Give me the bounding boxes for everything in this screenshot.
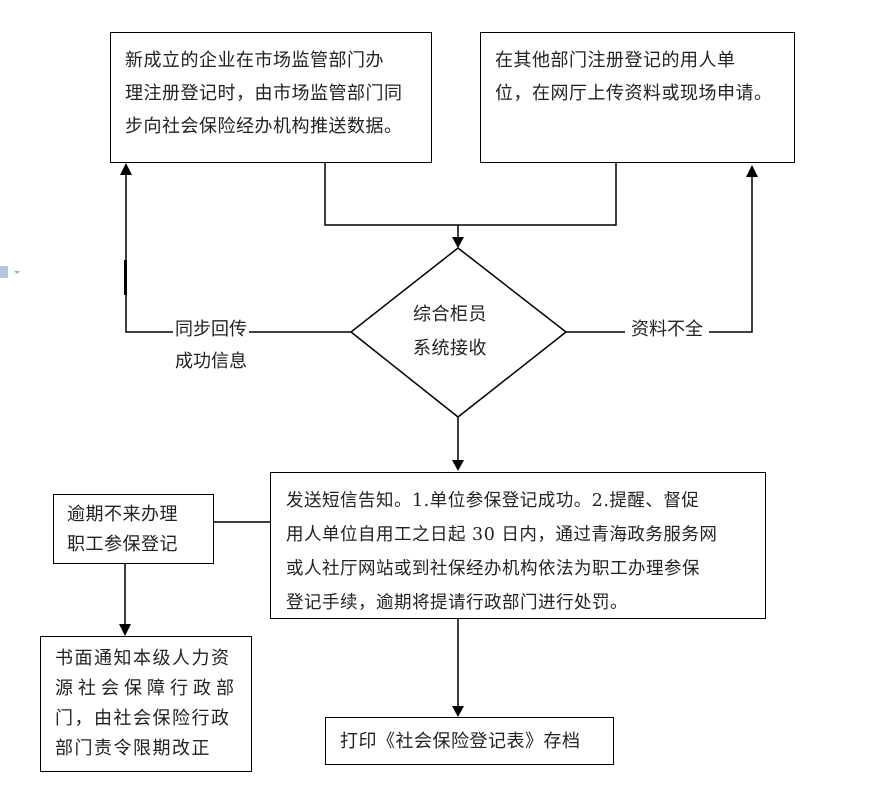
- text-line: 门，由社会保险行政: [55, 708, 231, 729]
- paste-options-icon[interactable]: [0, 266, 8, 278]
- arrowhead-diamond: [452, 237, 464, 248]
- written-notice-text: 书面通知本级人力资 源社会保障行政部 门，由社会保险行政 部门责令限期改正: [55, 644, 239, 764]
- text-line: 位，在网厅上传资料或现场申请。: [495, 83, 773, 104]
- other-registration-text: 在其他部门注册登记的用人单 位，在网厅上传资料或现场申请。: [495, 44, 773, 110]
- text-line: 部门责令限期改正: [55, 738, 211, 759]
- chevron-down-icon[interactable]: [14, 271, 20, 274]
- incomplete-label: 资料不全: [625, 315, 709, 345]
- text-line: 打印《社会保险登记表》存档: [340, 731, 581, 752]
- text-line: 或人社厅网站或到社保经办机构依法为职工办理参保: [286, 559, 700, 579]
- text-line: 登记手续，逾期将提请行政部门进行处罚。: [286, 593, 628, 613]
- text-line: 逾期不来办理: [67, 504, 178, 525]
- overdue-text: 逾期不来办理 职工参保登记: [67, 500, 178, 560]
- arrowhead-print: [452, 706, 464, 717]
- market-registration-text: 新成立的企业在市场监管部门办 理注册登记时，由市场监管部门同 步向社会保险经办机…: [125, 44, 403, 143]
- sms-notice-text: 发送短信告知。1.单位参保登记成功。2.提醒、督促 用人单位自用工之日起 30 …: [286, 484, 717, 620]
- sync-back-label: 同步回传: [173, 315, 249, 345]
- merge-line: [324, 163, 617, 226]
- text-line: 综合柜员: [413, 304, 487, 325]
- sms-notice-box: [270, 472, 766, 619]
- print-archive-text: 打印《社会保险登记表》存档: [340, 725, 581, 758]
- text-line: 新成立的企业在市场监管部门办: [125, 50, 384, 71]
- text-line: 系统接收: [413, 338, 487, 359]
- sync-back-label-2: 成功信息: [173, 347, 249, 377]
- text-line: 理注册登记时，由市场监管部门同: [125, 83, 403, 104]
- text-line: 书面通知本级人力资: [55, 648, 231, 669]
- text-line: 职工参保登记: [67, 534, 178, 555]
- text-line: 用人单位自用工之日起 30 日内，通过青海政务服务网: [286, 525, 718, 545]
- text-line: 源社会保障行政部: [55, 678, 239, 699]
- text-line: 在其他部门注册登记的用人单: [495, 50, 736, 71]
- other-registration-box: [480, 32, 795, 163]
- arrowhead-written: [119, 624, 131, 636]
- written-notice-box: [40, 636, 252, 772]
- decision-text: 综合柜员 系统接收: [413, 298, 487, 366]
- arrowhead-sms: [452, 460, 464, 471]
- text-line: 发送短信告知。1.单位参保登记成功。2.提醒、督促: [286, 491, 700, 511]
- sync-back-line: [125, 172, 351, 333]
- text-line: 同步回传: [175, 319, 247, 340]
- text-line: 步向社会保险经办机构推送数据。: [125, 116, 403, 137]
- arrowhead-left-up: [120, 163, 132, 175]
- print-archive-box: [325, 717, 614, 765]
- incomplete-line: [566, 172, 753, 333]
- text-line: 成功信息: [175, 351, 247, 372]
- market-registration-box: [110, 32, 432, 163]
- line-mark: [124, 260, 127, 295]
- arrowhead-right-up: [746, 165, 758, 177]
- overdue-box: [53, 494, 214, 564]
